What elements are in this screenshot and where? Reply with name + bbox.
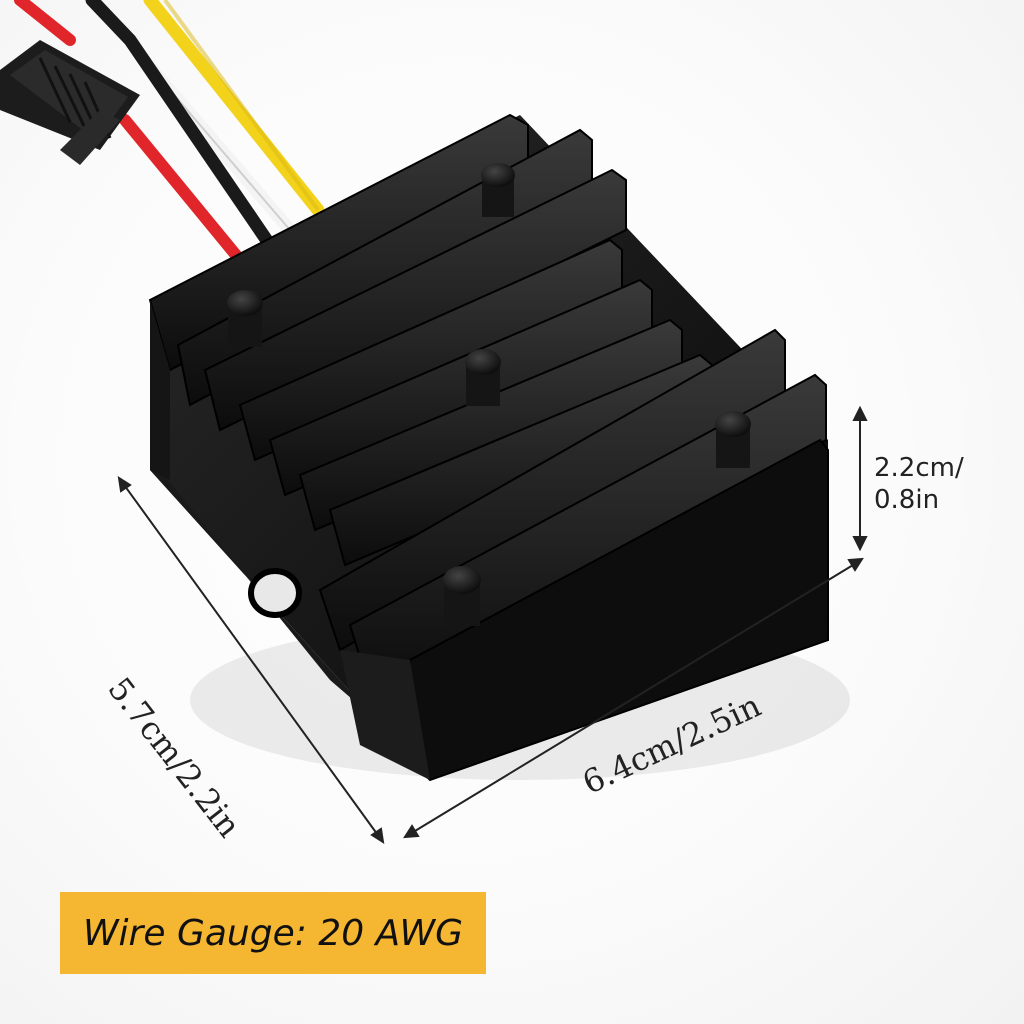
wire-gauge-banner: Wire Gauge: 20 AWG: [60, 892, 486, 974]
height-dimension-label: 2.2cm/ 0.8in: [874, 452, 964, 516]
height-dimension-cm: 2.2cm/: [874, 453, 964, 483]
wire-gauge-text: Wire Gauge: 20 AWG: [82, 912, 464, 954]
heatsink-housing: [148, 113, 829, 782]
height-dimension-in: 0.8in: [874, 485, 940, 515]
red-wire-fused: [119, 114, 246, 266]
dimension-arrows: [117, 405, 868, 845]
length-arrow: [409, 561, 859, 835]
inline-fuse-holder: [0, 40, 140, 165]
black-wire: [85, 0, 277, 252]
width-arrow: [121, 481, 381, 839]
banner-background: [60, 892, 486, 974]
mounting-pegs: [227, 163, 751, 626]
yellow-wire: [143, 0, 325, 217]
input-output-wires: [14, 0, 325, 266]
mounting-hole: [248, 568, 302, 618]
red-wire: [14, 0, 76, 46]
